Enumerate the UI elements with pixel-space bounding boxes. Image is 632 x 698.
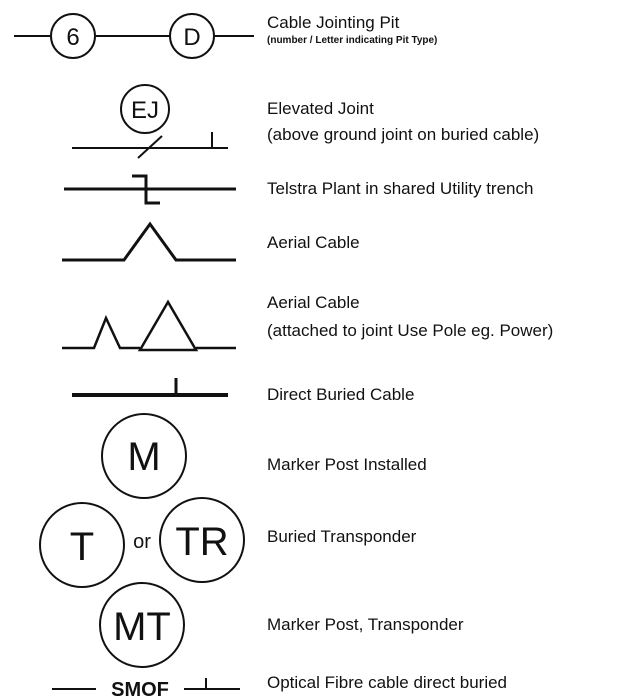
pit-label-group: Cable Jointing Pit (number / Letter indi… [267,12,437,48]
optical-fibre-symbol [52,678,240,690]
buried-transponder-label: Buried Transponder [267,527,417,546]
elevated-joint-sublabel: (above ground joint on buried cable) [267,125,540,144]
aerial-cable-joint-pole-sublabel: (attached to joint Use Pole eg. Power) [267,321,554,340]
elevated-joint-label: Elevated Joint [267,99,374,118]
pit-sublabel: (number / Letter indicating Pit Type) [267,35,438,46]
elevated-joint-label-group: Elevated Joint (above ground joint on bu… [267,98,539,146]
pit-symbol [14,13,254,59]
elevated-joint-symbol [72,84,228,159]
telstra-plant-label: Telstra Plant in shared Utility trench [267,179,534,198]
transponder-t-circle [39,502,125,588]
telstra-plant-symbol [64,174,236,205]
marker-transponder-circle [99,582,185,668]
aerial-cable-joint-pole-label: Aerial Cable [267,293,360,312]
aerial-cable-joint-pole-label-group: Aerial Cable (attached to joint Use Pole… [267,292,553,342]
transponder-t-text: T [70,525,94,569]
elevated-joint-text: EJ [131,97,159,124]
optical-fibre-text: SMOF [111,679,169,698]
direct-buried-label: Direct Buried Cable [267,385,415,404]
aerial-cable-label: Aerial Cable [267,233,360,252]
marker-post-label: Marker Post Installed [267,455,427,474]
pit-letter-text: D [183,24,200,51]
marker-transponder-text: MT [113,605,171,649]
direct-buried-symbol [72,378,228,397]
pit-label: Cable Jointing Pit [267,13,400,32]
aerial-cable-joint-pole-symbol [62,299,236,352]
transponder-tr-circle [159,497,245,583]
transponder-tr-text: TR [175,520,228,564]
marker-post-circle [101,413,187,499]
aerial-cable-symbol [62,221,236,262]
marker-post-transponder-label: Marker Post, Transponder [267,615,464,634]
transponder-or-text: or [133,531,151,553]
marker-post-text: M [127,435,160,479]
optical-fibre-label: Optical Fibre cable direct buried [267,673,508,692]
pit-number-text: 6 [66,24,79,51]
